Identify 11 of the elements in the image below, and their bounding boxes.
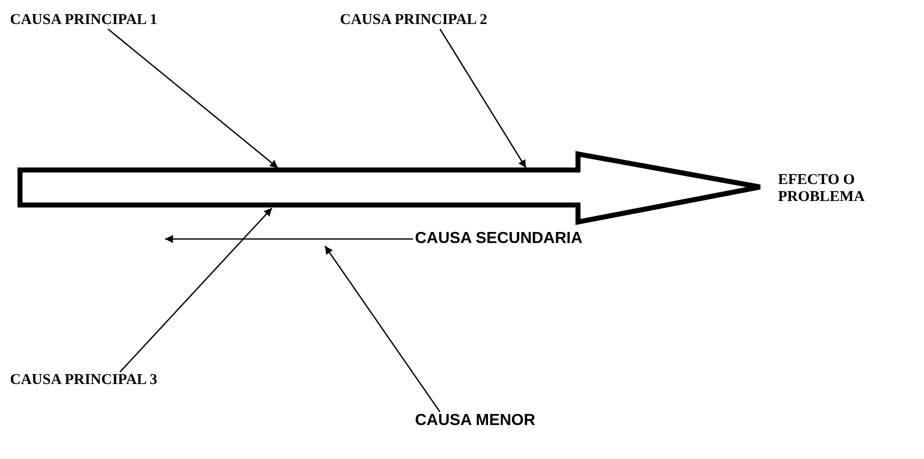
cause-label: CAUSA MENOR xyxy=(415,412,536,430)
arrow xyxy=(439,28,527,168)
cause-label: CAUSA PRINCIPAL 3 xyxy=(10,372,158,389)
arrow xyxy=(165,235,413,243)
cause-label: CAUSA PRINCIPAL 1 xyxy=(10,12,158,29)
cause-label: CAUSA SECUNDARIA xyxy=(415,230,582,248)
arrow xyxy=(324,246,441,412)
arrow xyxy=(108,28,278,168)
effect-label: EFECTO O PROBLEMA xyxy=(778,172,866,206)
arrow xyxy=(120,208,272,372)
cause-label: CAUSA PRINCIPAL 2 xyxy=(340,12,488,29)
